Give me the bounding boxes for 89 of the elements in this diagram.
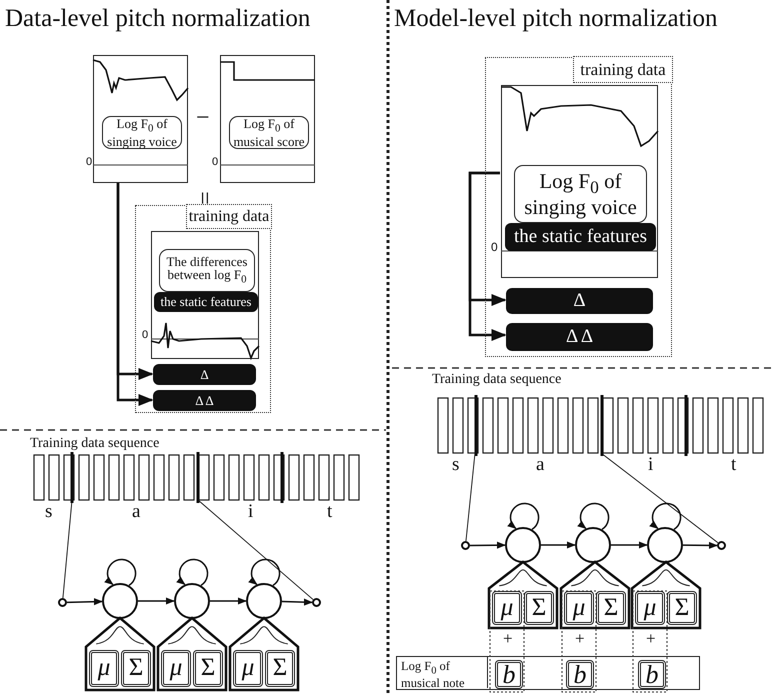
state-circle — [246, 583, 282, 619]
arrow — [507, 502, 540, 530]
arrow — [248, 558, 280, 586]
axis-zero: 0 — [142, 330, 148, 341]
arrow — [210, 597, 247, 605]
phoneme-label: i — [648, 455, 654, 474]
parameter-symbol: μ — [89, 650, 119, 688]
axis-zero: 0 — [212, 157, 218, 168]
feature-bar: Δ Δ — [506, 323, 653, 351]
parameter-symbol: μ — [161, 650, 191, 688]
parameter-symbol: Σ — [596, 591, 626, 626]
phoneme-label: s — [45, 502, 52, 521]
output-distribution — [489, 562, 557, 628]
arrow — [577, 502, 610, 530]
feature-bar: Δ — [506, 288, 653, 314]
feature-bar: the static features — [505, 223, 656, 251]
phoneme-label: a — [132, 502, 140, 521]
state-circle — [575, 527, 611, 563]
parameter-symbol: Σ — [667, 591, 697, 626]
arrow — [104, 558, 136, 586]
operator: + — [575, 630, 585, 647]
feature-bar: the static features — [154, 292, 258, 312]
plot-panel — [151, 231, 259, 359]
section-heading: Data-level pitch normalization — [5, 6, 310, 31]
phoneme-label: t — [327, 502, 332, 521]
axis-zero: 0 — [491, 241, 498, 253]
state-circle — [505, 527, 541, 563]
feature-bar: Δ — [153, 364, 256, 385]
terminal-circle — [312, 598, 321, 607]
arrow — [176, 558, 208, 586]
dotted-group-frame — [135, 205, 271, 413]
parameter-symbol: μ — [492, 591, 522, 626]
phoneme-label: t — [731, 455, 736, 474]
plot-label: Log F$_{0}$ of singing voice — [102, 116, 182, 149]
operator: + — [646, 630, 656, 647]
state-circle — [647, 527, 683, 563]
terminal-circle — [461, 541, 470, 550]
parameter-symbol: μ — [635, 591, 665, 626]
output-distribution — [158, 618, 226, 690]
arrow — [138, 597, 175, 605]
plot-label: The differences between log F$_{0}$ — [159, 249, 255, 292]
phoneme-label: s — [452, 455, 460, 474]
output-distribution — [561, 562, 629, 628]
row-label: Log F$_{0}$ of musical note — [397, 657, 488, 688]
leader-line — [600, 452, 718, 544]
plot-label: Log F$_{0}$ of musical score — [229, 116, 309, 149]
leader-line — [198, 500, 314, 600]
feature-bar: Δ Δ — [153, 390, 256, 411]
arrow — [541, 541, 576, 549]
operator: + — [503, 630, 513, 647]
dotted-group-frame — [485, 57, 672, 357]
parameter-symbol: μ — [564, 591, 594, 626]
arrow — [468, 172, 506, 341]
sequence-label: Training data sequence — [432, 373, 562, 387]
arrow — [611, 541, 648, 549]
output-distribution — [86, 618, 154, 690]
phoneme-label: i — [248, 502, 254, 521]
state-circle — [174, 583, 210, 619]
group-label: training data — [186, 204, 272, 229]
arrow — [282, 598, 313, 606]
offset-box: b — [495, 660, 523, 689]
terminal-circle — [58, 598, 67, 607]
parameter-symbol: Σ — [121, 650, 151, 688]
state-circle — [102, 583, 138, 619]
group-label: training data — [573, 56, 673, 83]
plot-panel — [93, 55, 188, 183]
terminal-circle — [717, 541, 726, 550]
output-distribution — [230, 618, 298, 690]
parameter-symbol: Σ — [193, 650, 223, 688]
parameter-symbol: μ — [233, 650, 263, 688]
operator: = — [192, 191, 216, 205]
parameter-symbol: Σ — [524, 591, 554, 626]
parameter-symbol: Σ — [265, 650, 295, 688]
note-row — [396, 656, 700, 690]
sequence-label: Training data sequence — [30, 437, 160, 451]
arrow — [66, 598, 103, 606]
arrow — [649, 502, 682, 530]
offset-box: b — [566, 660, 594, 689]
offset-box: b — [638, 660, 666, 689]
plot-panel — [220, 55, 315, 183]
plot-label: Log F$_{0}$ of singing voice — [514, 165, 647, 223]
output-distribution — [632, 562, 700, 628]
arrow — [683, 542, 718, 549]
operator: − — [196, 106, 210, 130]
plot-panel — [501, 85, 658, 278]
section-heading: Model-level pitch normalization — [394, 6, 718, 31]
arrow — [470, 542, 506, 549]
axis-zero: 0 — [86, 157, 92, 168]
phoneme-label: a — [536, 455, 544, 474]
